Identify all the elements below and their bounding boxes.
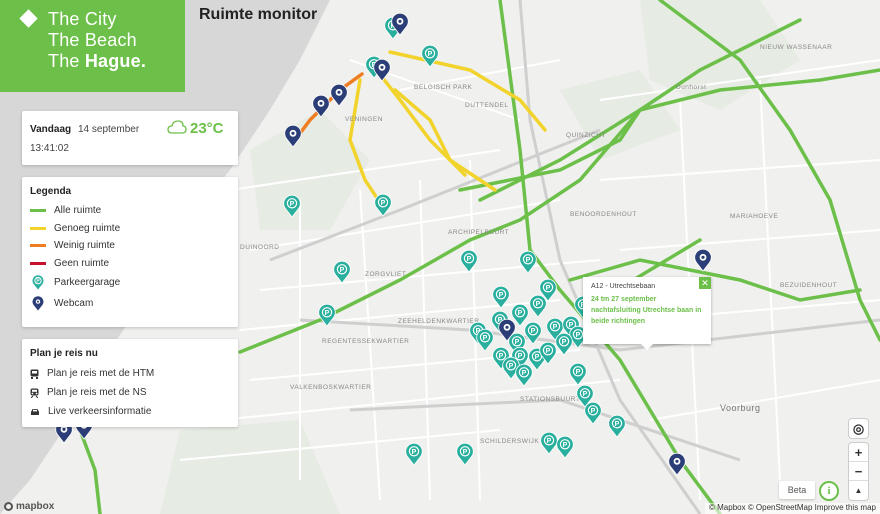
main-roads [269,0,880,514]
mapbox-logo-text: mapbox [16,501,55,512]
map-label: BENOORDENHOUT [570,211,637,218]
weather-time: 13:41:02 [30,143,69,154]
locate-icon[interactable]: ◎ [852,420,865,436]
map-label: ARCHIPELBUURT [448,229,510,236]
compass-icon[interactable]: ▲ [854,486,863,495]
locate-control: ◎ [849,419,868,438]
route-alle-ruimte [78,0,880,514]
plan-title: Plan je reis nu [30,348,98,359]
legend-item-geen-ruimte: Geen ruimte [30,255,230,273]
weather-panel: Vandaag 14 september 13:41:02 23°C [22,111,238,165]
legend-label: Parkeergarage [54,277,121,288]
map-label: STATIONSBUURT [520,396,581,403]
plan-panel: Plan je reis nu Plan je reis met de HTM … [22,339,238,427]
brand-line-3: The Hague. [48,51,185,72]
popup-close-button[interactable]: ✕ [699,277,711,289]
brand-diamond-icon [19,9,38,28]
zoom-in-button[interactable]: + [849,443,868,462]
tram-icon [30,369,39,379]
park-area [250,110,370,230]
zoom-out-button[interactable]: − [849,462,868,481]
info-button[interactable]: i [819,481,839,501]
park-area [160,420,340,514]
plan-htm-label: Plan je reis met de HTM [47,368,155,379]
map-attribution[interactable]: © Mapbox © OpenStreetMap Improve this ma… [705,503,880,514]
svg-text:P: P [36,279,40,285]
map-label: BELGISCH PARK [414,84,473,91]
zoom-control: + − ▲ [849,443,868,500]
map-label: ZEEHELDENKWARTIER [398,318,480,325]
legend-item-genoeg-ruimte: Genoeg ruimte [30,220,230,238]
brand-line-2: The Beach [48,30,137,50]
popup-body: 24 tm 27 september nachtafsluiting Utrec… [591,296,702,325]
popup-title: A12 - Utrechtsebaan [591,283,656,290]
legend-label: Alle ruimte [54,205,102,217]
legend-swatch [30,244,46,248]
legend-label: Webcam [54,298,94,309]
plan-ns-label: Plan je reis met de NS [47,387,147,398]
map-label: NIEUW WASSENAAR [760,44,833,51]
legend-swatch [30,226,46,230]
legend-label: Weinig ruimte [54,240,115,252]
train-icon [30,388,39,398]
legend-item-weinig-ruimte: Weinig ruimte [30,237,230,255]
incident-popup: ✕ A12 - Utrechtsebaan 24 tm 27 september… [583,277,711,350]
map-label: DUINOORD [240,244,280,251]
legend-item-parkeergarage: P Parkeergarage [30,272,230,293]
legend-label: Genoeg ruimte [54,222,121,234]
map-label: Voorburg [720,403,761,413]
car-icon [31,408,39,415]
weather-date: 14 september [78,124,140,135]
weather-temperature: 23°C [190,120,224,137]
map-label: QUINZICHT [566,132,606,139]
brand-logo[interactable]: The City The Beach The Hague. [0,0,185,92]
brand-line-3-bold: Hague. [84,51,147,71]
plan-traffic-link[interactable]: Live verkeersinformatie [30,402,230,421]
legend-item-webcam: Webcam [30,293,230,314]
mapbox-logo[interactable]: mapbox [4,501,54,512]
plan-htm-link[interactable]: Plan je reis met de HTM [30,364,230,383]
plan-traffic-label: Live verkeersinformatie [48,406,152,417]
legend-title: Legenda [30,186,72,197]
map-label: DUTTENDEL [465,102,509,109]
webcam-pin-icon [30,296,46,311]
map-label: Dunhorst [676,84,707,91]
plan-ns-link[interactable]: Plan je reis met de NS [30,383,230,402]
mapbox-logo-icon [4,502,13,511]
parking-pin-icon: P [30,275,46,290]
legend-swatch [30,261,46,265]
map-label: VALKENBOSKWARTIER [290,384,372,391]
map-label: SCHILDERSWIJK [480,438,540,445]
brand-line-3-prefix: The [48,51,80,71]
map-label: ZORGVLIET [365,271,407,278]
map-label: MARIAHOEVE [730,213,779,220]
legend-swatch [30,209,46,213]
legend-label: Geen ruimte [54,257,110,269]
page-title: Ruimte monitor [199,6,318,23]
legend-panel: Legenda Alle ruimte Genoeg ruimte Weinig… [22,177,238,327]
beta-badge: Beta [779,481,815,499]
map-label: VENINGEN [345,116,383,123]
map-label: BEZUIDENHOUT [780,282,838,289]
cloud-icon [167,120,187,134]
weather-label: Vandaag [30,124,72,135]
brand-line-1: The City [48,9,117,29]
legend-item-alle-ruimte: Alle ruimte [30,202,230,220]
map-label: REGENTESSEKWARTIER [322,338,410,345]
